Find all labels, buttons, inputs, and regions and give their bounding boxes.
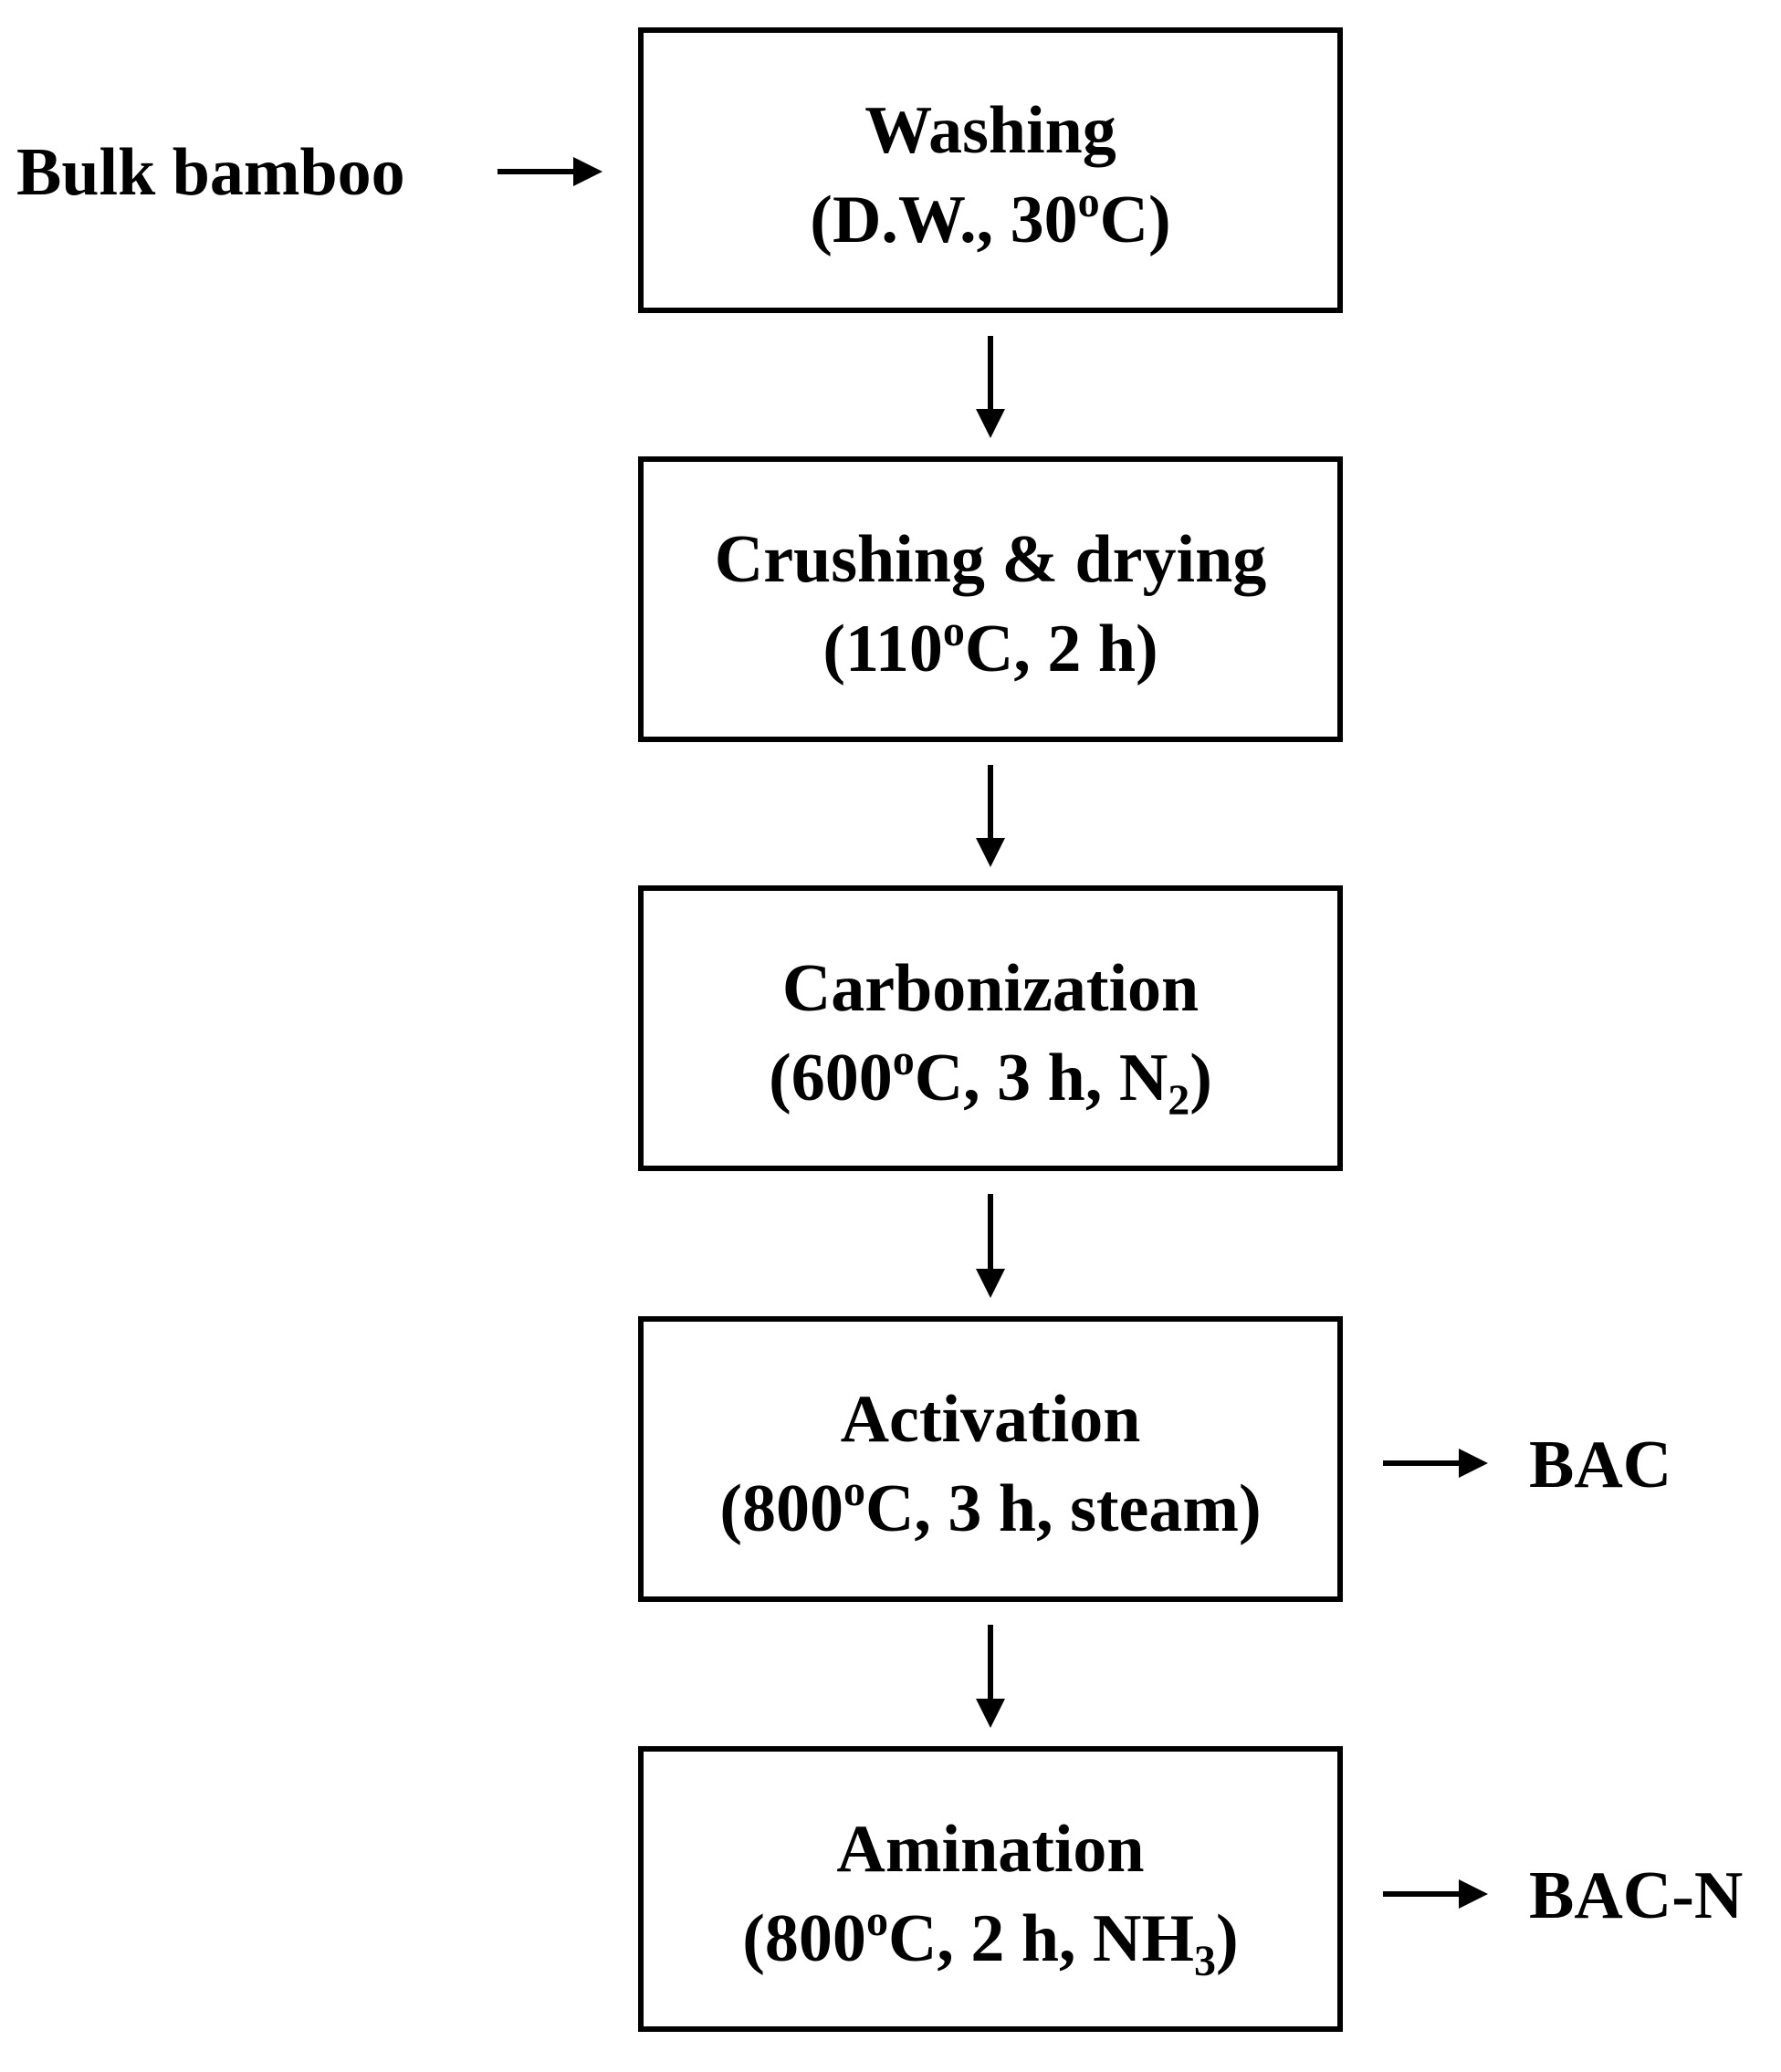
step-box-amination: Amination (800oC, 2 h, NH3) [638, 1746, 1343, 2032]
step-condition-washing: (D.W., 30oC) [810, 178, 1171, 257]
step-condition-carbonization: (600oC, 3 h, N2) [769, 1036, 1212, 1125]
input-label: Bulk bamboo [16, 135, 405, 210]
step-box-carbonization: Carbonization (600oC, 3 h, N2) [638, 885, 1343, 1171]
step-box-activation: Activation (800oC, 3 h, steam) [638, 1316, 1343, 1602]
arrow-crushing-to-carbonization [976, 765, 1005, 867]
step-condition-amination: (800oC, 2 h, NH3) [742, 1897, 1239, 1985]
step-title-activation: Activation [840, 1382, 1141, 1457]
output-label-bac: BAC [1529, 1428, 1672, 1502]
step-title-carbonization: Carbonization [781, 951, 1200, 1026]
arrow-activation-to-amination [976, 1625, 1005, 1728]
step-box-crushing-drying: Crushing & drying (110oC, 2 h) [638, 456, 1343, 742]
step-title-washing: Washing [864, 93, 1116, 168]
step-condition-activation: (800oC, 3 h, steam) [719, 1467, 1262, 1546]
arrow-input-to-washing [498, 157, 602, 186]
arrow-carbonization-to-activation [976, 1194, 1005, 1298]
step-title-amination: Amination [836, 1812, 1145, 1887]
arrow-amination-to-bac-n [1383, 1879, 1488, 1909]
arrow-washing-to-crushing [976, 336, 1005, 438]
step-title-crushing-drying: Crushing & drying [714, 522, 1267, 597]
step-box-washing: Washing (D.W., 30oC) [638, 27, 1343, 313]
arrow-activation-to-bac [1383, 1449, 1488, 1478]
output-label-bac-n: BAC-N [1529, 1858, 1744, 1933]
step-condition-crushing-drying: (110oC, 2 h) [822, 607, 1158, 686]
